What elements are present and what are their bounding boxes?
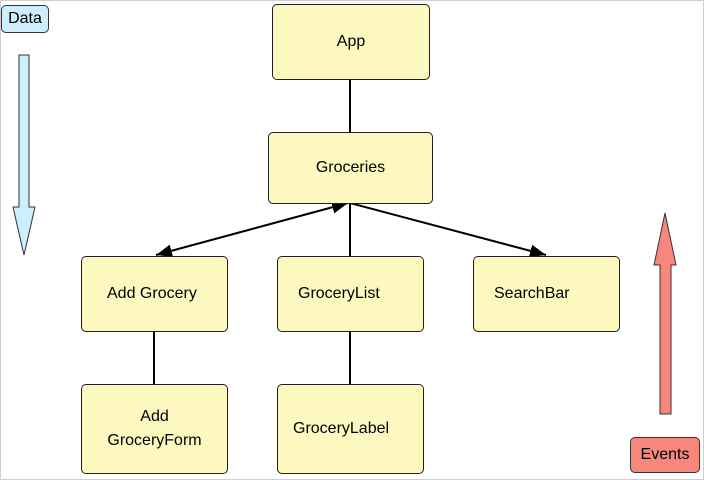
edge-groceries-addgrocery [155, 201, 349, 257]
events-flow-label: Events [630, 437, 700, 473]
events-flow-arrow [653, 212, 677, 415]
node-grocery-label: GroceryLabel [277, 384, 424, 474]
data-flow-label: Data [1, 5, 49, 33]
node-add-grocery-form-line2: GroceryForm [107, 432, 202, 449]
edge-groceries-searchbar [349, 202, 547, 258]
node-add-grocery-form-line1: Add [140, 408, 169, 425]
node-app-label: App [336, 33, 366, 50]
node-groceries-label: Groceries [315, 159, 386, 176]
node-app: App [272, 4, 430, 80]
node-grocery-list: GroceryList [277, 256, 424, 332]
node-search-bar: SearchBar [473, 256, 620, 332]
node-search-bar-label: SearchBar [494, 285, 570, 302]
node-add-grocery-label: Add Grocery [107, 285, 197, 302]
node-add-grocery-form: Add GroceryForm [81, 384, 228, 474]
events-flow-label-text: Events [640, 446, 690, 463]
node-grocery-label-label: GroceryLabel [293, 420, 390, 437]
data-flow-label-text: Data [8, 10, 42, 27]
node-groceries: Groceries [268, 132, 433, 204]
data-flow-arrow [12, 54, 36, 256]
node-add-grocery: Add Grocery [81, 256, 228, 332]
node-grocery-list-label: GroceryList [298, 285, 380, 302]
